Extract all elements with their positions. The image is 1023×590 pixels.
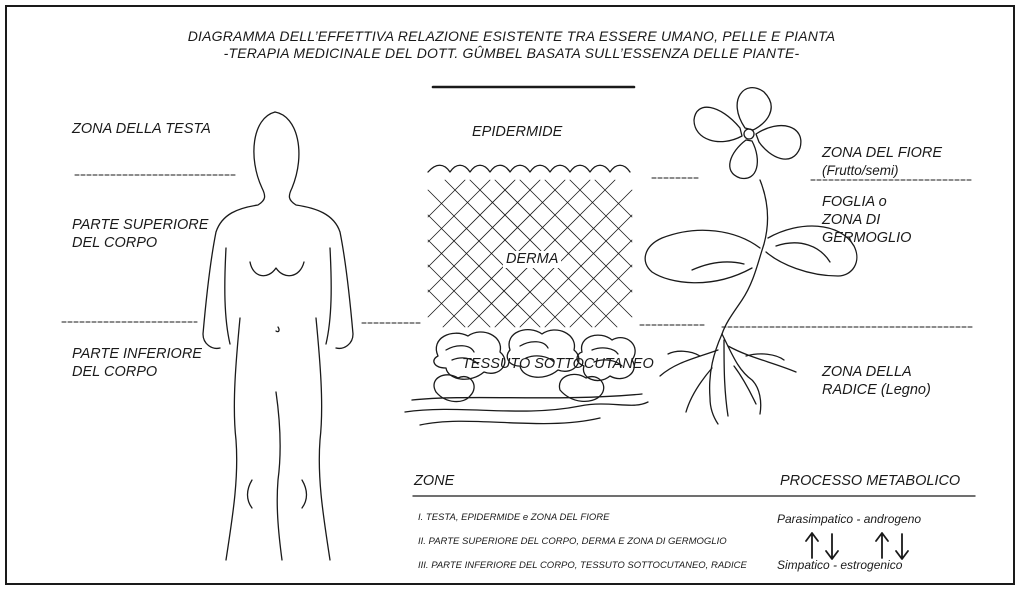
subcutis-fiber-3 <box>420 418 600 425</box>
legend-process-header: PROCESSO METABOLICO <box>780 473 960 490</box>
plant-zone-flower-line-1: ZONA DEL FIORE <box>822 145 942 162</box>
legend-zone-item-1: I. TESTA, EPIDERMIDE e ZONA DEL FIORE <box>418 513 609 524</box>
human-figure <box>203 112 353 560</box>
legend-zones-header: ZONE <box>414 473 454 490</box>
process-parasympathetic-label: Parasimpatico - androgeno <box>777 513 921 527</box>
plant-zone-flower-line-2: (Frutto/semi) <box>822 163 899 179</box>
arrow-down-1 <box>826 534 838 559</box>
arrow-up-1 <box>806 533 818 558</box>
human-right-leg <box>316 318 330 560</box>
human-navel <box>276 327 279 332</box>
human-left-leg <box>226 318 240 560</box>
leaf-left <box>645 230 760 282</box>
flower-petal-top <box>737 88 771 130</box>
skin-label-subcutis: TESSUTO SOTTOCUTANEO <box>462 356 654 373</box>
flower <box>694 88 801 179</box>
human-chest <box>250 262 304 276</box>
plant-stem <box>722 180 767 334</box>
plant-zone-leaf-line-2: ZONA DI <box>822 212 880 229</box>
leaf-left-vein <box>692 262 744 270</box>
flower-center <box>744 129 754 139</box>
plant-zone-leaf-line-3: GERMOGLIO <box>822 230 911 247</box>
epidermis-surface <box>428 165 630 172</box>
process-arrows <box>806 533 908 559</box>
human-right-outline <box>275 112 353 348</box>
plant-zone-root-line-1: ZONA DELLA <box>822 364 912 381</box>
human-zone-head: ZONA DELLA TESTA <box>72 121 211 138</box>
human-zone-lower-line-1: PARTE INFERIORE <box>72 346 202 363</box>
skin-section <box>405 165 648 425</box>
arrow-up-2 <box>876 533 888 558</box>
human-left-arm-inner <box>225 248 230 344</box>
plant-roots <box>660 334 796 424</box>
human-right-knee <box>302 480 307 508</box>
legend-zone-item-2: II. PARTE SUPERIORE DEL CORPO, DERMA E Z… <box>418 537 727 548</box>
human-zone-upper-line-1: PARTE SUPERIORE <box>72 217 208 234</box>
subcutis-fiber-2 <box>405 402 648 412</box>
process-sympathetic-label: Simpatico - estrogenico <box>777 559 902 573</box>
flower-petal-left <box>694 107 742 141</box>
flower-petal-right <box>756 126 801 160</box>
human-right-arm-inner <box>326 248 331 344</box>
plant-zone-leaf-line-1: FOGLIA o <box>822 194 887 211</box>
human-zone-upper-line-2: DEL CORPO <box>72 235 157 252</box>
human-legs-inner <box>276 392 282 560</box>
human-zone-lower-line-2: DEL CORPO <box>72 364 157 381</box>
skin-label-epidermis: EPIDERMIDE <box>472 124 562 141</box>
plant-zone-root-line-2: RADICE (Legno) <box>822 382 931 399</box>
human-left-outline <box>203 112 275 348</box>
human-left-knee <box>248 480 253 508</box>
skin-label-dermis: DERMA <box>503 251 561 268</box>
flower-petal-bottom <box>730 140 758 178</box>
legend-zone-item-3: III. PARTE INFERIORE DEL CORPO, TESSUTO … <box>418 561 747 572</box>
arrow-down-2 <box>896 534 908 559</box>
